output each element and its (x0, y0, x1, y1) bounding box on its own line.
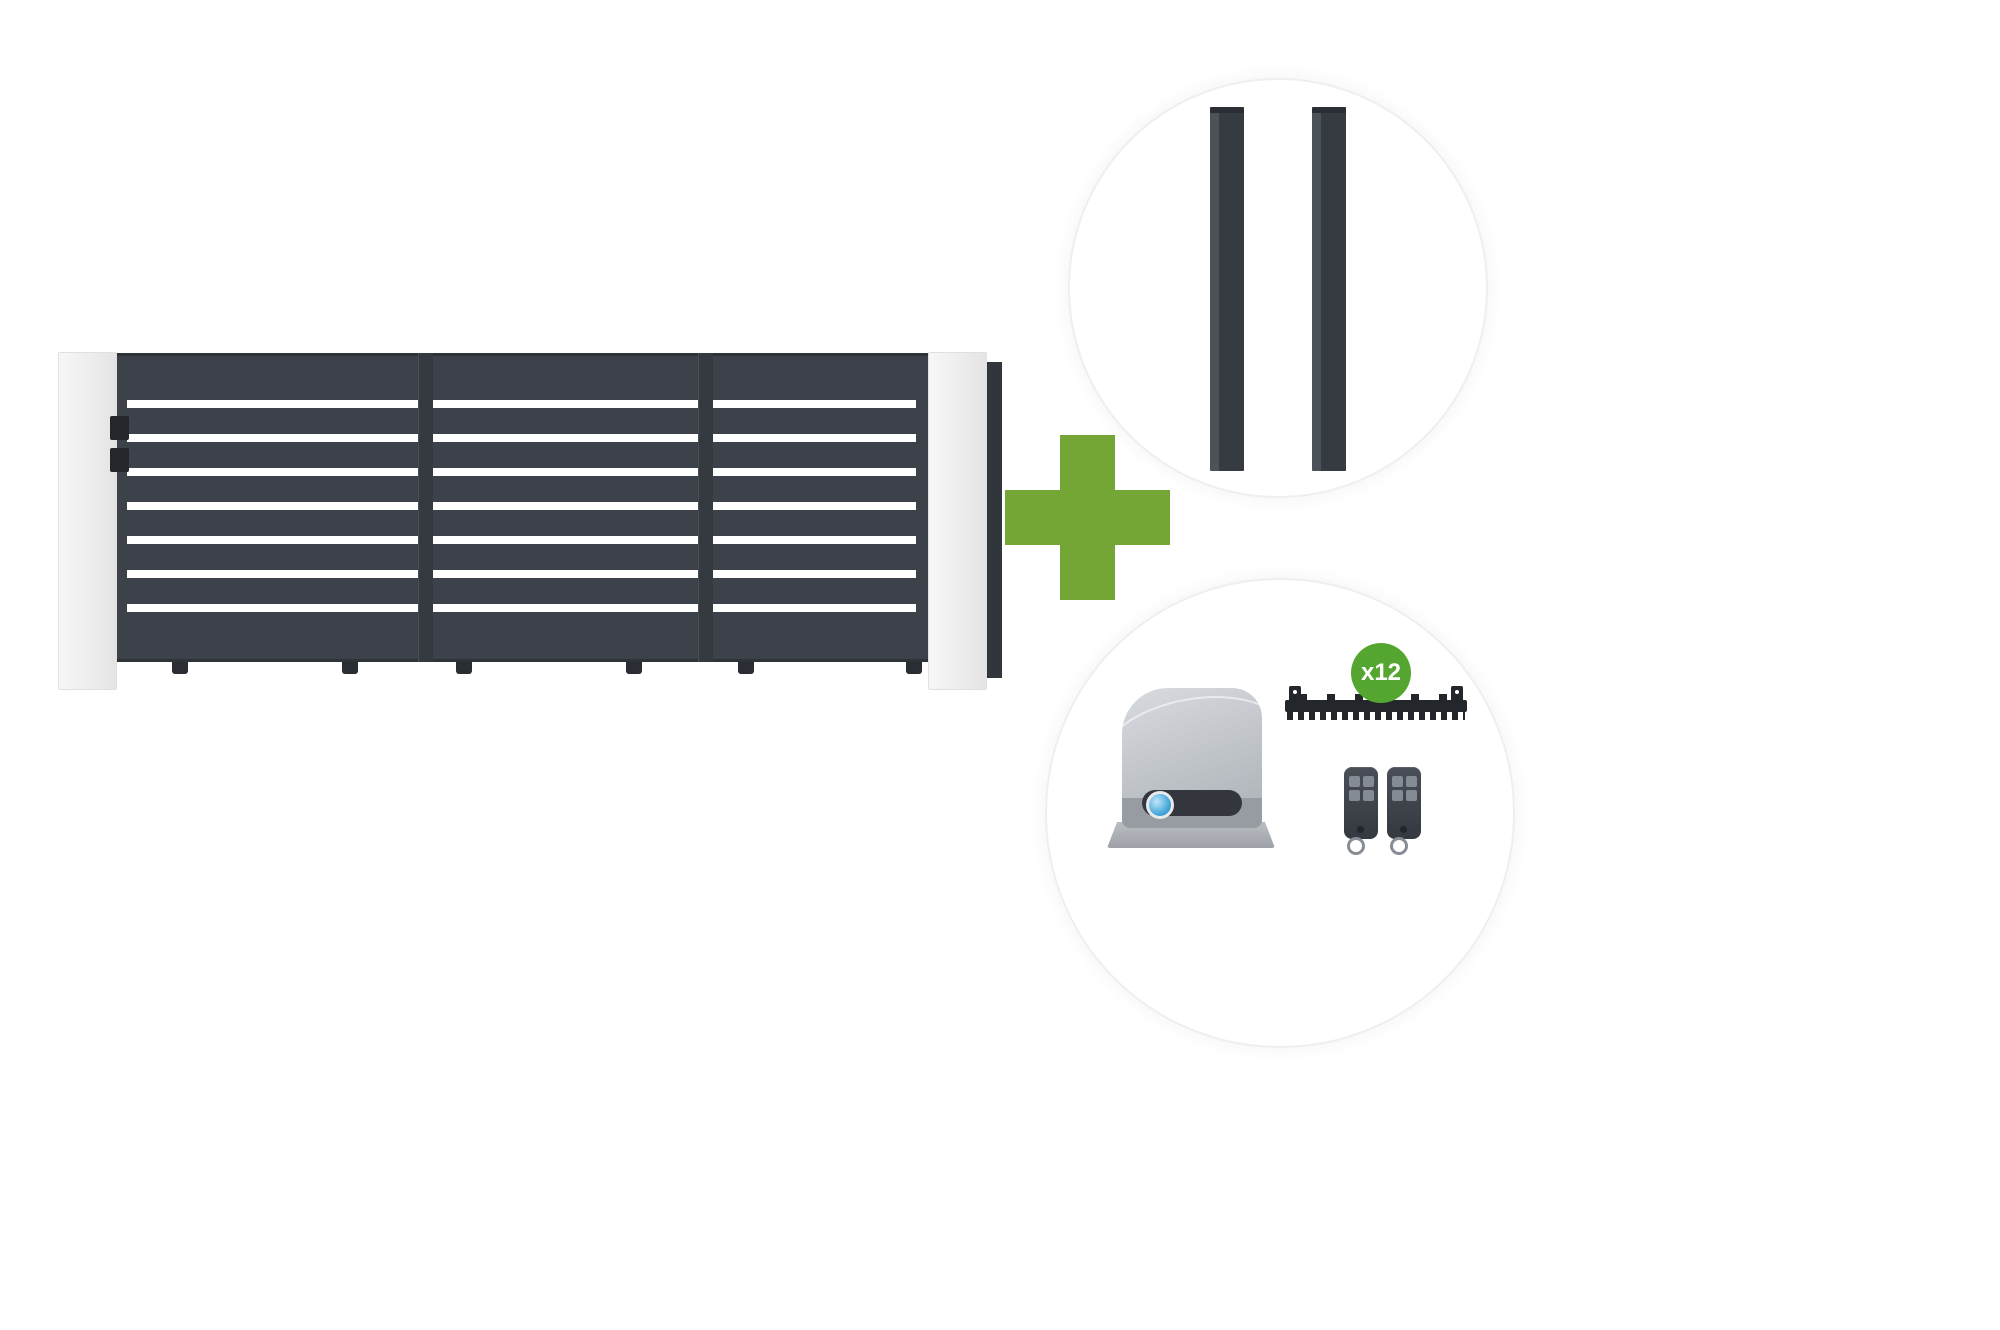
rack-mount-tab-left (1289, 686, 1301, 702)
remote-button (1363, 776, 1374, 787)
remote-button (1392, 776, 1403, 787)
remote-button (1392, 790, 1403, 801)
remote-control-2 (1387, 767, 1421, 855)
remote-control-1 (1344, 767, 1378, 855)
gate-foot (626, 662, 642, 674)
keyring-icon (1390, 837, 1408, 855)
gate-slide-panel-edge (983, 362, 1002, 678)
rack-mount-tab-right (1451, 686, 1463, 702)
gate-pillar-left (58, 352, 117, 690)
gate-foot (456, 662, 472, 674)
remote-button (1349, 790, 1360, 801)
gate-foot (172, 662, 188, 674)
motor-control-button (1146, 791, 1174, 819)
gate-foot (906, 662, 922, 674)
remote-buttons (1349, 776, 1374, 801)
gate-body (115, 353, 930, 662)
quantity-badge: x12 (1351, 643, 1411, 703)
remote-buttons (1392, 776, 1417, 801)
remote-button (1363, 790, 1374, 801)
rack-bar (1285, 700, 1467, 712)
motor-kit-circle: x12 (1045, 578, 1515, 1048)
remote-button (1406, 790, 1417, 801)
remote-led (1357, 826, 1364, 833)
gate-panel-3-slats (712, 400, 916, 638)
gate-post-right (1312, 107, 1346, 471)
gate-hinge-bottom (110, 448, 129, 472)
rack-teeth (1287, 712, 1465, 720)
remote-button (1406, 776, 1417, 787)
gate-post-left (1210, 107, 1244, 471)
gate-hinge-top (110, 416, 129, 440)
quantity-badge-label: x12 (1360, 659, 1402, 686)
gate-pillar-right (928, 352, 987, 690)
plus-icon (1005, 435, 1170, 600)
gate-foot (738, 662, 754, 674)
gate-stile-1 (418, 353, 433, 662)
keyring-icon (1347, 837, 1365, 855)
remote-led (1400, 826, 1407, 833)
plus-horizontal-bar (1005, 490, 1170, 545)
gate-stile-2 (698, 353, 713, 662)
gate-foot (342, 662, 358, 674)
remote-button (1349, 776, 1360, 787)
posts-circle (1068, 78, 1488, 498)
